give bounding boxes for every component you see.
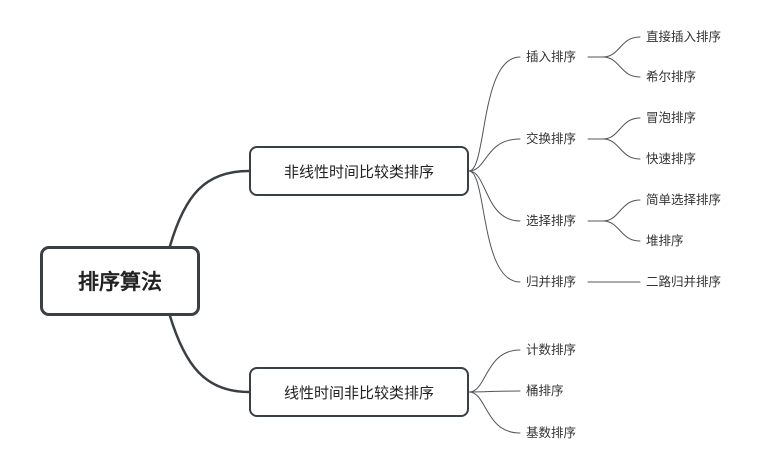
leaf-shell-sort[interactable]: 希尔排序 xyxy=(646,69,697,84)
branch-node-label: 线性时间非比较类排序 xyxy=(283,383,434,402)
branch2-to-bucket-connector xyxy=(468,390,521,393)
root-node-label: 排序算法 xyxy=(78,270,162,294)
leaf-straight-insertion-sort[interactable]: 直接插入排序 xyxy=(646,29,722,44)
root-to-branch1-connector xyxy=(168,169,251,248)
topic-insertion-sort[interactable]: 插入排序 xyxy=(526,49,577,64)
branch2-to-radix-connector xyxy=(468,391,521,434)
topic-selection-sort[interactable]: 选择排序 xyxy=(526,213,577,228)
branch1-to-selection-connector xyxy=(468,170,521,222)
leaf-quick-sort[interactable]: 快速排序 xyxy=(646,151,697,166)
branch-node-linear-noncomparison[interactable]: 线性时间非比较类排序 xyxy=(249,367,469,417)
topic-radix-sort[interactable]: 基数排序 xyxy=(526,425,577,440)
branch1-to-exchange-connector xyxy=(468,138,521,172)
leaf-simple-selection-sort[interactable]: 简单选择排序 xyxy=(646,192,722,207)
branch1-to-insertion-connector xyxy=(468,56,521,172)
topic-bucket-sort[interactable]: 桶排序 xyxy=(526,383,564,398)
topic-counting-sort[interactable]: 计数排序 xyxy=(526,342,577,357)
exchange-leaf-connector xyxy=(587,117,641,160)
root-node[interactable]: 排序算法 xyxy=(40,246,200,316)
topic-merge-sort[interactable]: 归并排序 xyxy=(526,274,577,289)
leaf-two-way-merge-sort[interactable]: 二路归并排序 xyxy=(646,274,722,289)
branch-node-label: 非线性时间比较类排序 xyxy=(283,162,434,181)
branch2-to-counting-connector xyxy=(468,349,521,393)
insertion-leaf-connector xyxy=(587,36,641,78)
topic-exchange-sort[interactable]: 交换排序 xyxy=(526,131,577,146)
leaf-heap-sort[interactable]: 堆排序 xyxy=(646,233,684,248)
branch1-to-merge-connector xyxy=(468,170,521,283)
leaf-bubble-sort[interactable]: 冒泡排序 xyxy=(646,110,697,125)
branch-node-nonlinear-comparison[interactable]: 非线性时间比较类排序 xyxy=(249,146,469,196)
root-to-branch2-connector xyxy=(168,314,251,394)
selection-leaf-connector xyxy=(587,199,641,242)
